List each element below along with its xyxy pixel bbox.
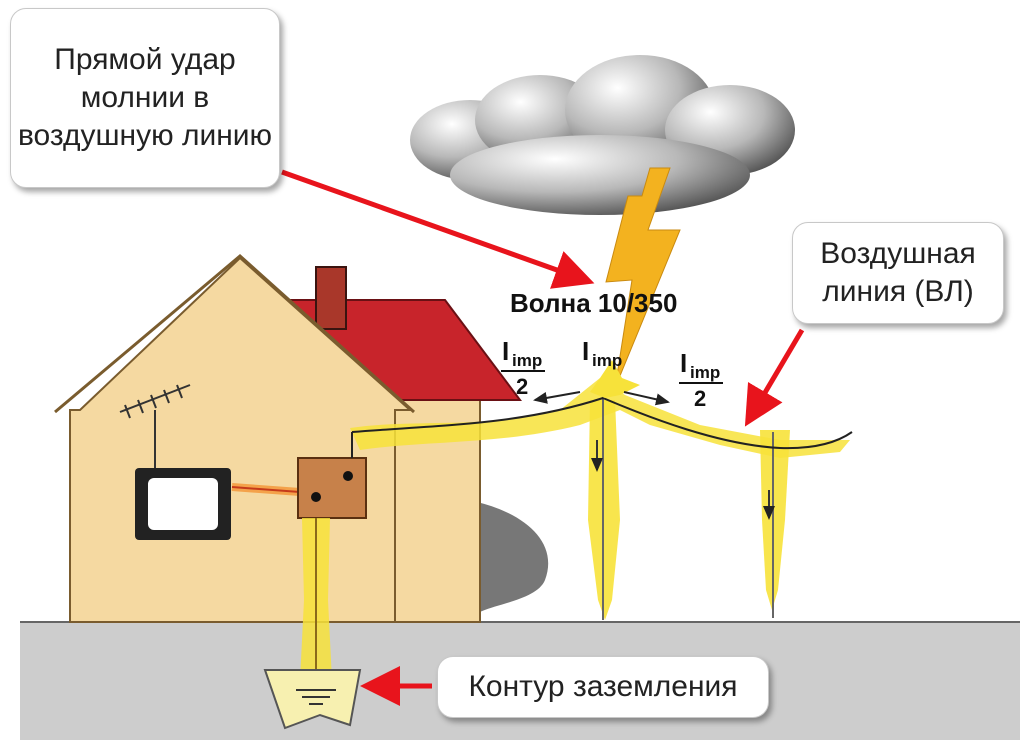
tv-antenna [119,384,191,468]
wave-label: Волна 10/350 [510,288,677,318]
current-right-arrow [623,391,670,406]
tv-cable [231,486,301,493]
gable-edge [54,254,416,414]
junction-terminal-1 [343,471,353,481]
surge-glow-line [350,378,850,458]
current-label-left: I imp 2 [501,336,545,399]
current-divisor: 2 [516,374,528,399]
overhead-line-callout: Воздушная линия (ВЛ) [792,222,1004,324]
tv-screen [148,478,218,530]
strike-flash [590,360,640,398]
current-symbol: I [680,348,687,378]
overhead-line-callout-text: Воздушная линия (ВЛ) [820,237,976,308]
strike-callout-text: Прямой удар молнии в воздушную линию [17,43,273,152]
grounding-pit [263,669,362,730]
ground-symbol [296,689,336,705]
current-subscript: imp [690,363,720,382]
current-subscript: imp [512,351,542,370]
line-callout-arrow [744,328,805,427]
current-symbol: I [502,336,509,366]
current-label-center: I imp [582,336,622,370]
current-divisor: 2 [694,386,706,411]
grounding-callout: Контур заземления [437,656,769,718]
grounding-callout-text: Контур заземления [468,670,738,703]
strike-callout: Прямой удар молнии в воздушную линию [10,8,280,188]
current-symbol: I [582,336,589,366]
junction-terminal-2 [311,492,321,502]
current-subscript: imp [592,351,622,370]
storm-cloud [410,55,795,215]
chimney [315,266,347,330]
pole-glow-2 [760,430,790,610]
strike-callout-arrow [281,169,595,289]
current-left-arrow [533,391,581,404]
overhead-wire [351,396,853,450]
junction-box [297,457,367,519]
lightning-bolt [605,167,681,389]
current-label-right: I imp 2 [679,348,723,411]
